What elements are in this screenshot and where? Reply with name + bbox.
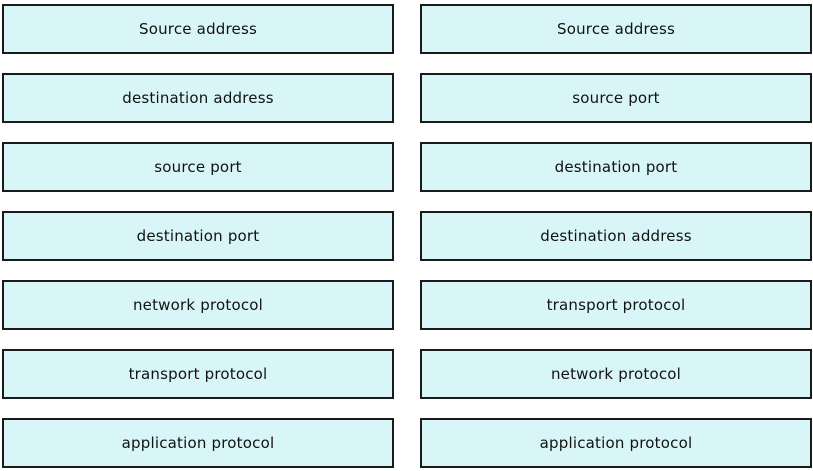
drag-item-left-application-protocol[interactable]: application protocol [2,418,394,468]
drag-item-left-source-port[interactable]: source port [2,142,394,192]
left-column: Source address destination address sourc… [2,4,394,468]
drag-item-left-destination-address[interactable]: destination address [2,73,394,123]
drag-item-right-transport-protocol[interactable]: transport protocol [420,280,812,330]
drag-item-left-destination-port[interactable]: destination port [2,211,394,261]
drag-item-right-source-port[interactable]: source port [420,73,812,123]
drag-item-right-network-protocol[interactable]: network protocol [420,349,812,399]
drag-item-left-source-address[interactable]: Source address [2,4,394,54]
drag-item-right-source-address[interactable]: Source address [420,4,812,54]
drag-item-left-transport-protocol[interactable]: transport protocol [2,349,394,399]
drag-item-right-destination-address[interactable]: destination address [420,211,812,261]
drag-item-left-network-protocol[interactable]: network protocol [2,280,394,330]
drag-item-right-destination-port[interactable]: destination port [420,142,812,192]
right-column: Source address source port destination p… [420,4,812,468]
drag-item-right-application-protocol[interactable]: application protocol [420,418,812,468]
